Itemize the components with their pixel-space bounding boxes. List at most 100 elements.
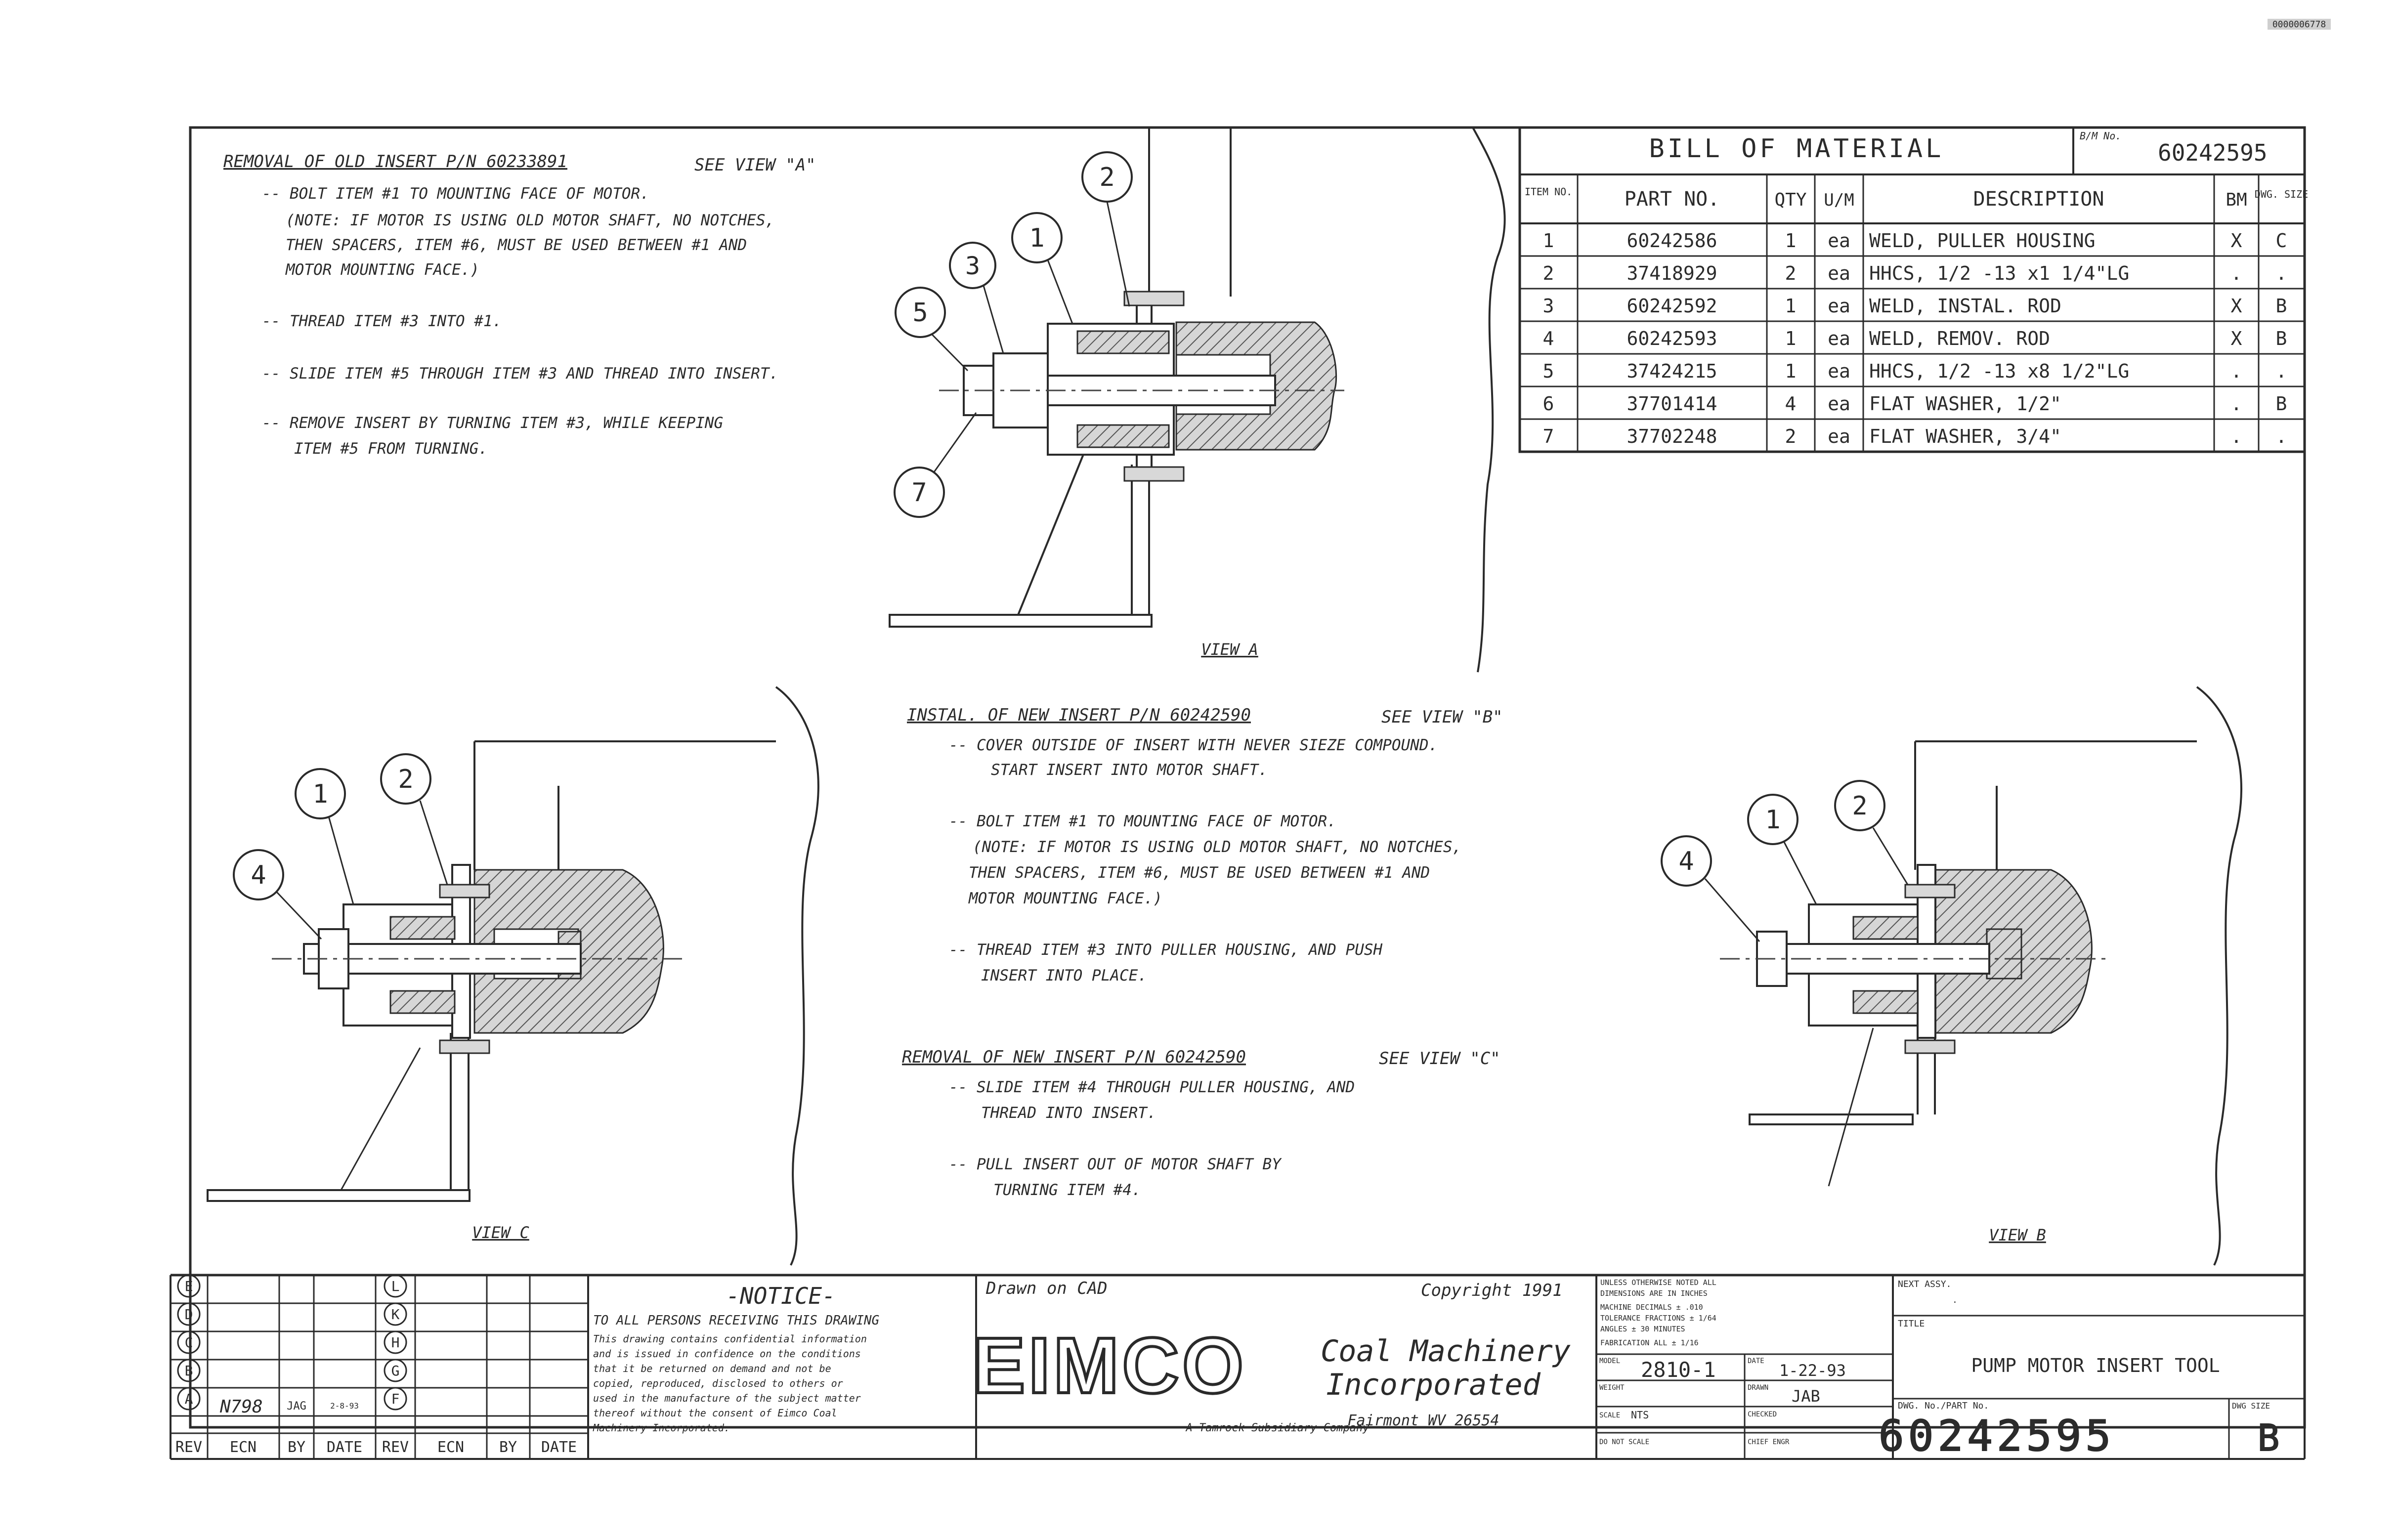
balloon-item-2: 2 [398, 765, 413, 794]
removal-old-line: MOTOR MOUNTING FACE.) [285, 261, 479, 279]
install-new-line: INSERT INTO PLACE. [981, 967, 1147, 984]
bom-header-item: ITEM NO. [1525, 186, 1572, 198]
company-name-2: Incorporated [1326, 1368, 1541, 1402]
bom-cell: 1 [1785, 360, 1797, 382]
bom-cell: ea [1828, 393, 1850, 415]
rev-a-date: 2-8-93 [330, 1401, 359, 1411]
drawn-by: JAB [1792, 1387, 1820, 1406]
rev-letter-circle [384, 1274, 407, 1298]
bom-cell: 60242593 [1627, 328, 1717, 349]
title-block-strip [170, 1274, 2306, 1460]
rev-letter-circle [384, 1359, 407, 1382]
rev-header: BY [288, 1439, 305, 1456]
removal-old-see-view: SEE VIEW "A" [694, 155, 816, 175]
bom-cell: 60242592 [1627, 295, 1717, 317]
removal-new-line: -- SLIDE ITEM #4 THROUGH PULLER HOUSING,… [949, 1078, 1355, 1096]
bom-cell: B [2276, 295, 2287, 317]
install-new-see-view: SEE VIEW "B" [1381, 707, 1503, 727]
rev-letter-circle [177, 1274, 201, 1298]
model-number: 2810-1 [1641, 1358, 1716, 1382]
notice-line: TO ALL PERSONS RECEIVING THIS DRAWING [593, 1313, 879, 1328]
bom-cell: 37702248 [1627, 426, 1717, 447]
drawing-border [189, 126, 2306, 1429]
bom-header-description: DESCRIPTION [1973, 188, 2104, 211]
eimco-logo: EIMCO [973, 1321, 1246, 1410]
removal-old-notes: REMOVAL OF OLD INSERT P/N 60233891 SEE V… [223, 152, 816, 458]
company-name-1: Coal Machinery [1321, 1334, 1571, 1369]
bom-cell: 6 [1543, 393, 1554, 415]
rev-letter: F [391, 1391, 400, 1407]
bom-header-um: U/M [1824, 190, 1854, 210]
bom-cell: . [2276, 426, 2287, 447]
install-new-line: -- COVER OUTSIDE OF INSERT WITH NEVER SI… [949, 736, 1438, 754]
drawing-title: PUMP MOTOR INSERT TOOL [1971, 1355, 2220, 1376]
rev-a-by: JAG [287, 1400, 306, 1412]
bom-cell: ea [1828, 360, 1850, 382]
bom-cell: . [2231, 262, 2242, 284]
rev-letter-circle [177, 1387, 201, 1411]
notice-line: copied, reproduced, disclosed to others … [593, 1377, 843, 1389]
bom-cell: . [2276, 360, 2287, 382]
tolerance-line: TOLERANCE FRACTIONS ± 1/64 [1600, 1314, 1716, 1323]
bom-number: 60242595 [2158, 139, 2268, 166]
bom-cell: HHCS, 1/2 -13 x1 1/4"LG [1869, 262, 2129, 284]
balloon-item-3: 3 [965, 252, 980, 280]
rev-header: BY [499, 1439, 517, 1456]
bom-cell: FLAT WASHER, 3/4" [1869, 426, 2061, 447]
bom-cell: . [2231, 426, 2242, 447]
balloon-item-4: 4 [251, 860, 266, 890]
bom-cell: ea [1828, 262, 1850, 284]
notice-block: -NOTICE- TO ALL PERSONS RECEIVING THIS D… [593, 1275, 977, 1459]
install-new-line: -- THREAD ITEM #3 INTO PULLER HOUSING, A… [949, 941, 1383, 959]
tolerance-line: DIMENSIONS ARE IN INCHES [1600, 1289, 1708, 1298]
bom-cell: 3 [1543, 295, 1554, 317]
bom-cell: X [2231, 328, 2242, 349]
notice-line: thereof without the consent of Eimco Coa… [593, 1407, 837, 1419]
bom-no-label: B/M No. [2080, 130, 2121, 142]
bom-cell: B [2276, 328, 2287, 349]
balloon-item-5: 5 [912, 298, 928, 328]
bom-cell: 2 [1543, 262, 1554, 284]
balloon-item-2: 2 [1852, 791, 1867, 821]
install-new-line: (NOTE: IF MOTOR IS USING OLD MOTOR SHAFT… [973, 838, 1461, 856]
date-label: DATE [1748, 1357, 1764, 1365]
rev-header: DATE [541, 1439, 577, 1456]
bom-cell: ea [1828, 295, 1850, 317]
bom-header-bm: BM [2226, 190, 2247, 210]
next-assy-label: NEXT ASSY. [1898, 1279, 1951, 1289]
view-b-assembly [1720, 686, 2243, 1266]
subsidiary: A Tamrock Subsidiary Company [1185, 1422, 1370, 1434]
rev-letter: K [391, 1306, 400, 1323]
notice-line: used in the manufacture of the subject m… [593, 1392, 861, 1404]
bom-cell: ea [1828, 230, 1850, 252]
install-new-line: -- BOLT ITEM #1 TO MOUNTING FACE OF MOTO… [949, 813, 1336, 830]
bom-header-part: PART NO. [1625, 188, 1720, 211]
rev-letter: A [185, 1391, 193, 1407]
removal-old-line: (NOTE: IF MOTOR IS USING OLD MOTOR SHAFT… [286, 212, 774, 229]
bill-of-material: BILL OF MATERIAL B/M No. 60242595 ITEM N… [1518, 126, 2308, 453]
bom-cell: 7 [1543, 426, 1554, 447]
view-b-balloons: 1 2 4 [1661, 780, 1909, 942]
notice-line: and is issued in confidence on the condi… [593, 1348, 861, 1360]
bom-cell: 60242586 [1627, 230, 1717, 252]
balloon-item-1: 1 [312, 779, 328, 809]
bom-cell: ea [1828, 328, 1850, 349]
tolerance-line: FABRICATION ALL ± 1/16 [1600, 1338, 1699, 1347]
bom-cell: FLAT WASHER, 1/2" [1869, 393, 2061, 415]
bom-cell: 1 [1785, 230, 1797, 252]
rev-letter-circle [384, 1387, 407, 1411]
removal-new-title: REMOVAL OF NEW INSERT P/N 60242590 [902, 1047, 1246, 1067]
rev-header: DATE [327, 1439, 362, 1456]
next-assy-value: . [1952, 1295, 1958, 1305]
bom-cell: 37701414 [1627, 393, 1717, 415]
rev-header: ECN [230, 1439, 257, 1456]
title-block: NEXT ASSY. . TITLE PUMP MOTOR INSERT TOO… [1878, 1279, 2305, 1461]
removal-old-line: -- SLIDE ITEM #5 THROUGH ITEM #3 AND THR… [262, 365, 778, 383]
removal-old-line: -- REMOVE INSERT BY TURNING ITEM #3, WHI… [262, 414, 723, 432]
rev-letter: C [185, 1334, 193, 1351]
bom-cell: B [2276, 393, 2287, 415]
rev-letter-circle [177, 1302, 201, 1326]
